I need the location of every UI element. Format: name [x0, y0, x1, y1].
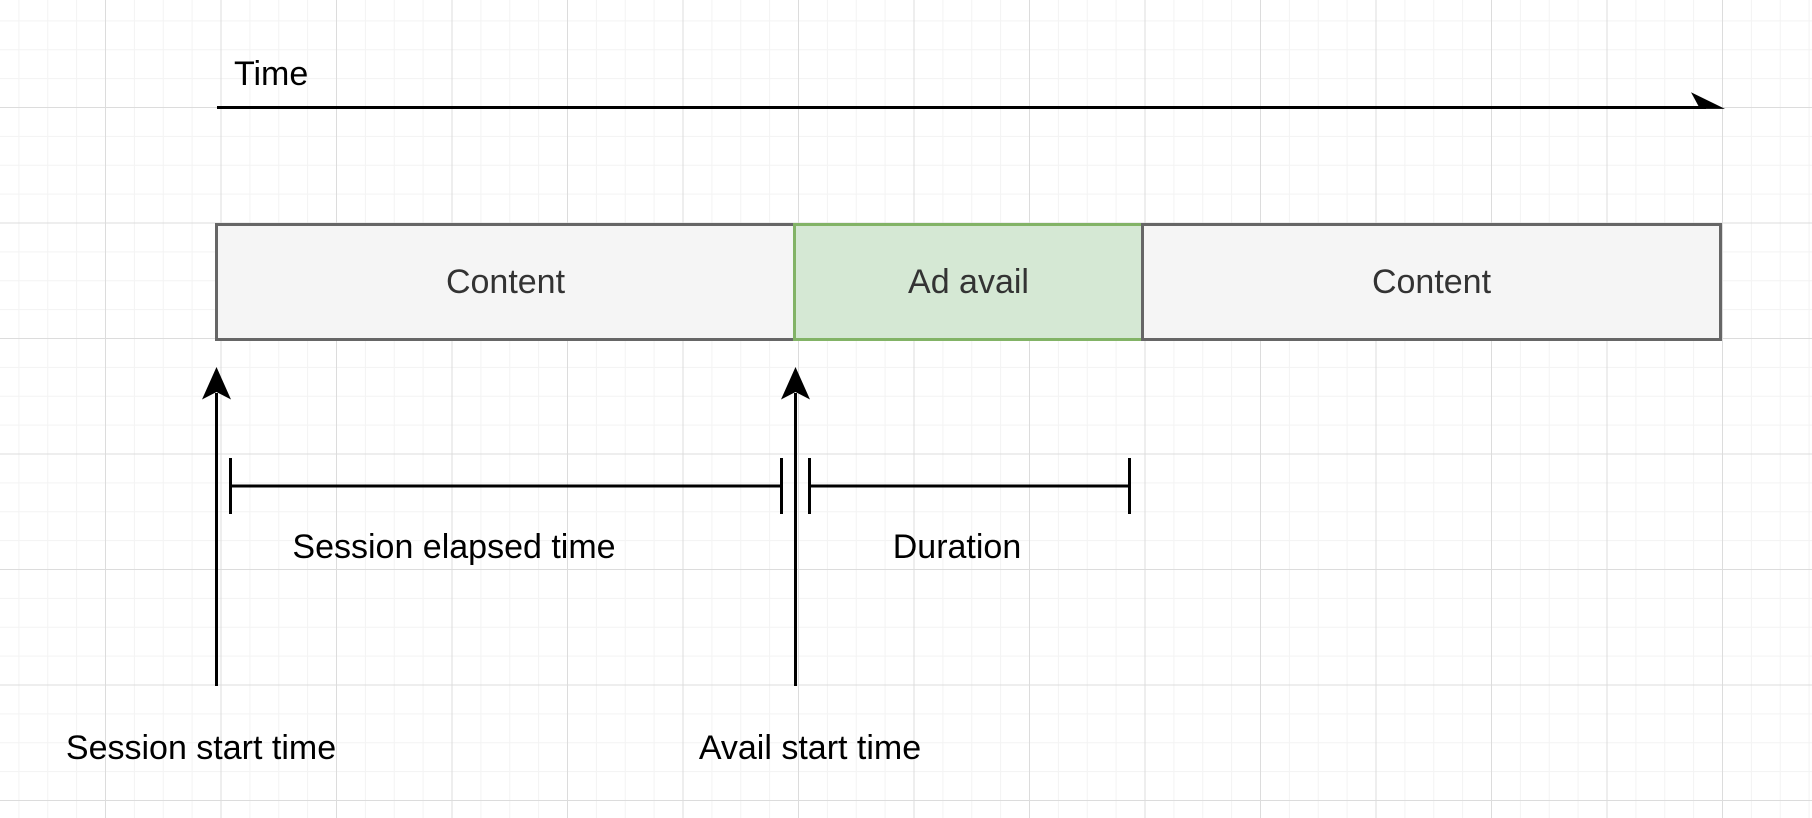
session-elapsed-label: Session elapsed time [292, 528, 616, 566]
timeline-block-content-2: Content [1141, 223, 1722, 341]
time-axis-arrowhead-icon [1691, 92, 1725, 109]
session-elapsed-bracket [229, 458, 783, 514]
duration-label: Duration [892, 528, 1022, 566]
time-axis-label: Time [234, 55, 309, 93]
time-axis-arrow [217, 92, 1725, 109]
up-arrowhead-icon [781, 367, 810, 400]
session-start-label: Session start time [65, 729, 337, 767]
duration-bracket [808, 458, 1131, 514]
timeline-block-ad-avail: Ad avail [793, 223, 1144, 341]
session-start-arrow [202, 367, 231, 686]
block-label: Ad avail [908, 262, 1029, 301]
timeline-block-content-1: Content [215, 223, 796, 341]
block-label: Content [445, 262, 566, 301]
avail-start-arrow [781, 367, 810, 686]
avail-start-label: Avail start time [698, 729, 922, 767]
block-label: Content [1371, 262, 1492, 301]
up-arrowhead-icon [202, 367, 231, 400]
